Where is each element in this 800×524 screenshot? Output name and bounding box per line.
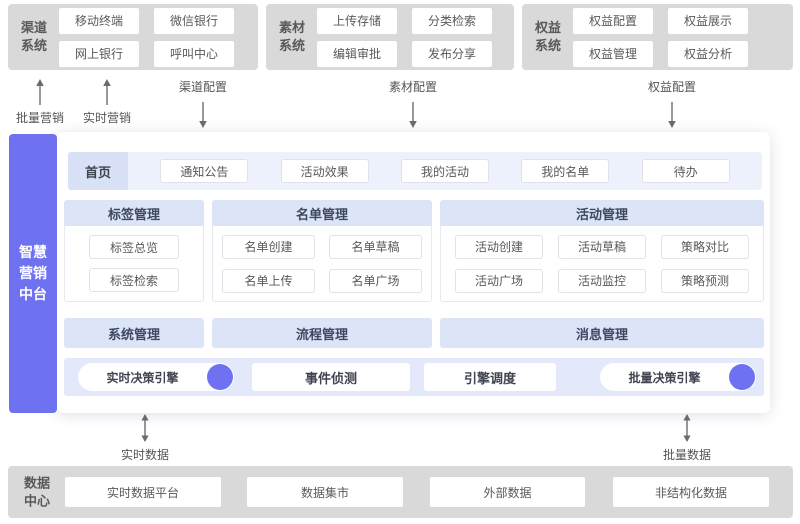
engine-scheduling: 引擎调度 — [424, 363, 556, 391]
flow-realtime-marketing: 实时营销 — [75, 78, 139, 126]
btn-my-activities[interactable]: 我的活动 — [400, 159, 489, 183]
engine-band: 实时决策引擎 事件侦测 引擎调度 批量决策引擎 — [64, 358, 764, 396]
btn-activity-plaza[interactable]: 活动广场 — [455, 268, 543, 293]
flow-material-config: 素材配置 — [381, 78, 445, 129]
module-tag-management-body: 标签总览 标签检索 — [64, 226, 204, 302]
bar-message-management: 消息管理 — [440, 318, 764, 348]
arrow-up-icon — [103, 79, 111, 105]
channel-system-label: 渠道系统 — [21, 20, 48, 53]
platform-title: 智慧 营销 中台 — [19, 242, 47, 305]
chip-benefit-management[interactable]: 权益管理 — [573, 40, 653, 67]
chip-realtime-data-platform[interactable]: 实时数据平台 — [65, 477, 221, 507]
btn-strategy-compare[interactable]: 策略对比 — [661, 234, 749, 259]
engine-dot-icon — [207, 364, 233, 390]
data-center-label: 数据中心 — [24, 475, 51, 508]
arrow-updown-icon — [141, 414, 149, 442]
flow-channel-config: 渠道配置 — [171, 78, 235, 129]
event-detection: 事件侦测 — [252, 363, 410, 391]
arrow-up-icon — [36, 79, 44, 105]
benefit-system-box: 权益系统 权益配置 权益展示 权益管理 权益分析 — [522, 4, 793, 70]
bar-process-management: 流程管理 — [212, 318, 432, 348]
chip-publish-share[interactable]: 发布分享 — [412, 40, 492, 67]
flow-label: 批量营销 — [15, 111, 64, 125]
module-list-management-body: 名单创建 名单草稿 名单上传 名单广场 — [212, 226, 432, 302]
btn-strategy-predict[interactable]: 策略预测 — [661, 268, 749, 293]
chip-external-data[interactable]: 外部数据 — [430, 477, 585, 507]
tab-home[interactable]: 首页 — [68, 152, 128, 190]
flow-label: 批量数据 — [662, 448, 711, 462]
home-row: 首页 通知公告 活动效果 我的活动 我的名单 待办 — [68, 152, 762, 190]
chip-benefit-analysis[interactable]: 权益分析 — [668, 40, 748, 67]
chip-mobile-terminal[interactable]: 移动终端 — [59, 7, 139, 34]
btn-tag-overview[interactable]: 标签总览 — [89, 235, 179, 259]
btn-activity-create[interactable]: 活动创建 — [455, 234, 543, 259]
btn-activity-monitor[interactable]: 活动监控 — [558, 268, 646, 293]
btn-list-create[interactable]: 名单创建 — [222, 234, 315, 259]
engine-label: 实时决策引擎 — [106, 370, 179, 385]
btn-list-upload[interactable]: 名单上传 — [222, 268, 315, 293]
channel-system-items: 移动终端 微信银行 网上银行 呼叫中心 — [59, 7, 234, 67]
material-system-label: 素材系统 — [279, 20, 306, 53]
flow-batch-data: 批量数据 — [655, 414, 719, 463]
module-list-management-header: 名单管理 — [212, 200, 432, 226]
platform-sidebar: 智慧 营销 中台 — [9, 134, 57, 413]
btn-list-plaza[interactable]: 名单广场 — [329, 268, 422, 293]
engine-label: 批量决策引擎 — [628, 370, 701, 385]
flow-benefit-config: 权益配置 — [640, 78, 704, 129]
btn-activity-draft[interactable]: 活动草稿 — [558, 234, 646, 259]
benefit-system-items: 权益配置 权益展示 权益管理 权益分析 — [573, 7, 748, 67]
module-tag-management: 标签管理 标签总览 标签检索 — [64, 200, 204, 302]
btn-notice-announcement[interactable]: 通知公告 — [160, 159, 249, 183]
engine-dot-icon — [729, 364, 755, 390]
chip-wechat-bank[interactable]: 微信银行 — [154, 7, 234, 34]
module-list-management: 名单管理 名单创建 名单草稿 名单上传 名单广场 — [212, 200, 432, 302]
data-center-box: 数据中心 实时数据平台 数据集市 外部数据 非结构化数据 — [8, 466, 793, 518]
chip-benefit-display[interactable]: 权益展示 — [668, 7, 748, 34]
arrow-down-icon — [409, 102, 417, 128]
module-activity-management: 活动管理 活动创建 活动草稿 策略对比 活动广场 活动监控 策略预测 — [440, 200, 764, 302]
material-system-box: 素材系统 上传存储 分类检索 编辑审批 发布分享 — [266, 4, 514, 70]
realtime-decision-engine: 实时决策引擎 — [78, 363, 234, 391]
arrow-down-icon — [668, 102, 676, 128]
module-activity-management-header: 活动管理 — [440, 200, 764, 226]
flow-batch-marketing: 批量营销 — [8, 78, 72, 126]
arrow-down-icon — [199, 102, 207, 128]
material-system-items: 上传存储 分类检索 编辑审批 发布分享 — [317, 7, 492, 67]
btn-list-draft[interactable]: 名单草稿 — [329, 234, 422, 259]
chip-unstructured-data[interactable]: 非结构化数据 — [613, 477, 769, 507]
batch-decision-engine: 批量决策引擎 — [600, 363, 756, 391]
flow-label: 实时营销 — [82, 111, 131, 125]
platform-title-line: 智慧 — [19, 244, 47, 260]
platform-title-line: 营销 — [19, 265, 47, 281]
benefit-system-label: 权益系统 — [535, 20, 562, 53]
chip-data-mart[interactable]: 数据集市 — [247, 477, 403, 507]
chip-call-center[interactable]: 呼叫中心 — [154, 40, 234, 67]
chip-edit-approval[interactable]: 编辑审批 — [317, 40, 397, 67]
btn-activity-effect[interactable]: 活动效果 — [280, 159, 369, 183]
chip-category-search[interactable]: 分类检索 — [412, 7, 492, 34]
btn-my-lists[interactable]: 我的名单 — [521, 159, 610, 183]
module-activity-management-body: 活动创建 活动草稿 策略对比 活动广场 活动监控 策略预测 — [440, 226, 764, 302]
btn-tag-search[interactable]: 标签检索 — [89, 268, 179, 292]
bar-system-management: 系统管理 — [64, 318, 204, 348]
flow-realtime-data: 实时数据 — [113, 414, 177, 463]
module-tag-management-header: 标签管理 — [64, 200, 204, 226]
channel-system-box: 渠道系统 移动终端 微信银行 网上银行 呼叫中心 — [8, 4, 258, 70]
flow-label: 渠道配置 — [178, 80, 227, 94]
flow-label: 实时数据 — [120, 448, 169, 462]
btn-todo[interactable]: 待办 — [641, 159, 730, 183]
chip-upload-storage[interactable]: 上传存储 — [317, 7, 397, 34]
arrow-updown-icon — [683, 414, 691, 442]
chip-benefit-config[interactable]: 权益配置 — [573, 7, 653, 34]
flow-label: 权益配置 — [647, 80, 696, 94]
chip-online-bank[interactable]: 网上银行 — [59, 40, 139, 67]
flow-label: 素材配置 — [388, 80, 437, 94]
platform-title-line: 中台 — [19, 286, 47, 302]
home-items: 通知公告 活动效果 我的活动 我的名单 待办 — [128, 152, 762, 190]
